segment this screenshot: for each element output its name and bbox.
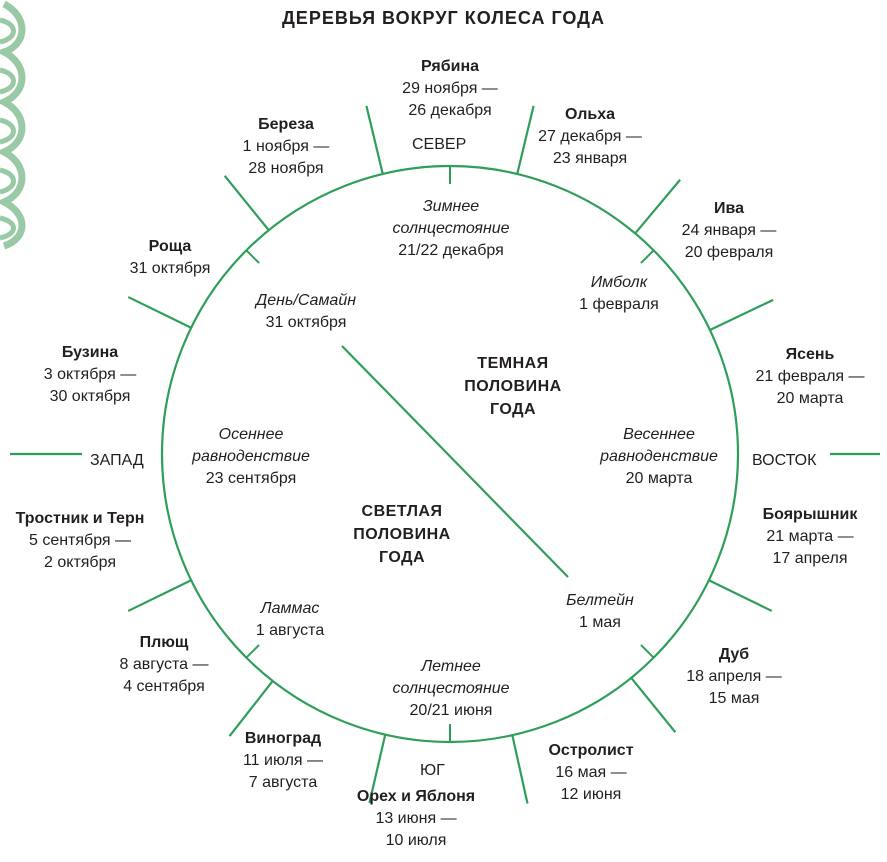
dark-half-label: ТЕМНАЯ ПОЛОВИНА ГОДА [464, 355, 562, 418]
direction-west: ЗАПАД [90, 452, 144, 469]
direction-north: СЕВЕР [412, 136, 467, 153]
tree-spoke [223, 175, 270, 231]
tree-spoke [511, 734, 529, 804]
festival-tick [245, 249, 260, 264]
tree-spoke [127, 579, 192, 612]
tree-spoke [127, 296, 192, 329]
celtic-knot-border-inner [0, 17, 16, 241]
direction-south: ЮГ [420, 762, 445, 779]
direction-east: ВОСТОК [752, 452, 817, 469]
tree-spoke [634, 179, 681, 235]
tree-spoke [365, 105, 384, 175]
festival-tick [640, 249, 655, 264]
light-half-label: СВЕТЛАЯ ПОЛОВИНА ГОДА [353, 503, 451, 566]
page-title: ДЕРЕВЬЯ ВОКРУГ КОЛЕСА ГОДА [281, 8, 606, 28]
festival-ticks [245, 166, 655, 742]
tree-spoke [630, 677, 677, 733]
celtic-knot-border-decoration [0, 0, 26, 250]
half-divider-line [341, 345, 569, 578]
tree-spoke [368, 734, 387, 804]
festival-tick [245, 644, 260, 659]
festival-tick [640, 644, 655, 659]
tree-spoke [516, 105, 535, 175]
tree-spoke [708, 579, 773, 612]
tree-spoke [709, 298, 774, 332]
tree-spoke [228, 680, 274, 737]
tree-spokes [10, 105, 880, 804]
